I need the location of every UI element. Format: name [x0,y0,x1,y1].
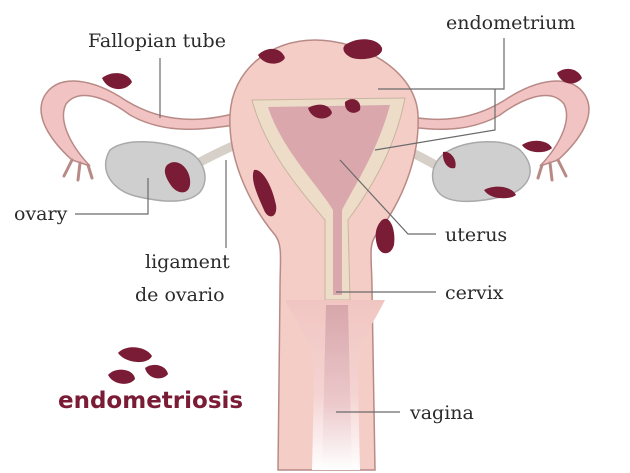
left-ovary [106,142,205,201]
label-fallopian-tube: Fallopian tube [88,30,226,52]
right-ovary [433,142,531,202]
label-uterus: uterus [445,224,507,246]
label-ligament-line2: de ovario [135,284,225,306]
lesion [522,141,552,152]
label-ligament-line1: ligament [145,251,230,273]
legend-title: endometriosis [58,388,243,414]
vaginal-canal [322,305,352,470]
label-ovary: ovary [14,203,68,225]
label-cervix: cervix [445,282,504,304]
label-vagina: vagina [409,402,474,424]
lesion [102,73,132,89]
label-endometrium: endometrium [446,12,575,34]
legend-lesion-icon [108,347,168,384]
